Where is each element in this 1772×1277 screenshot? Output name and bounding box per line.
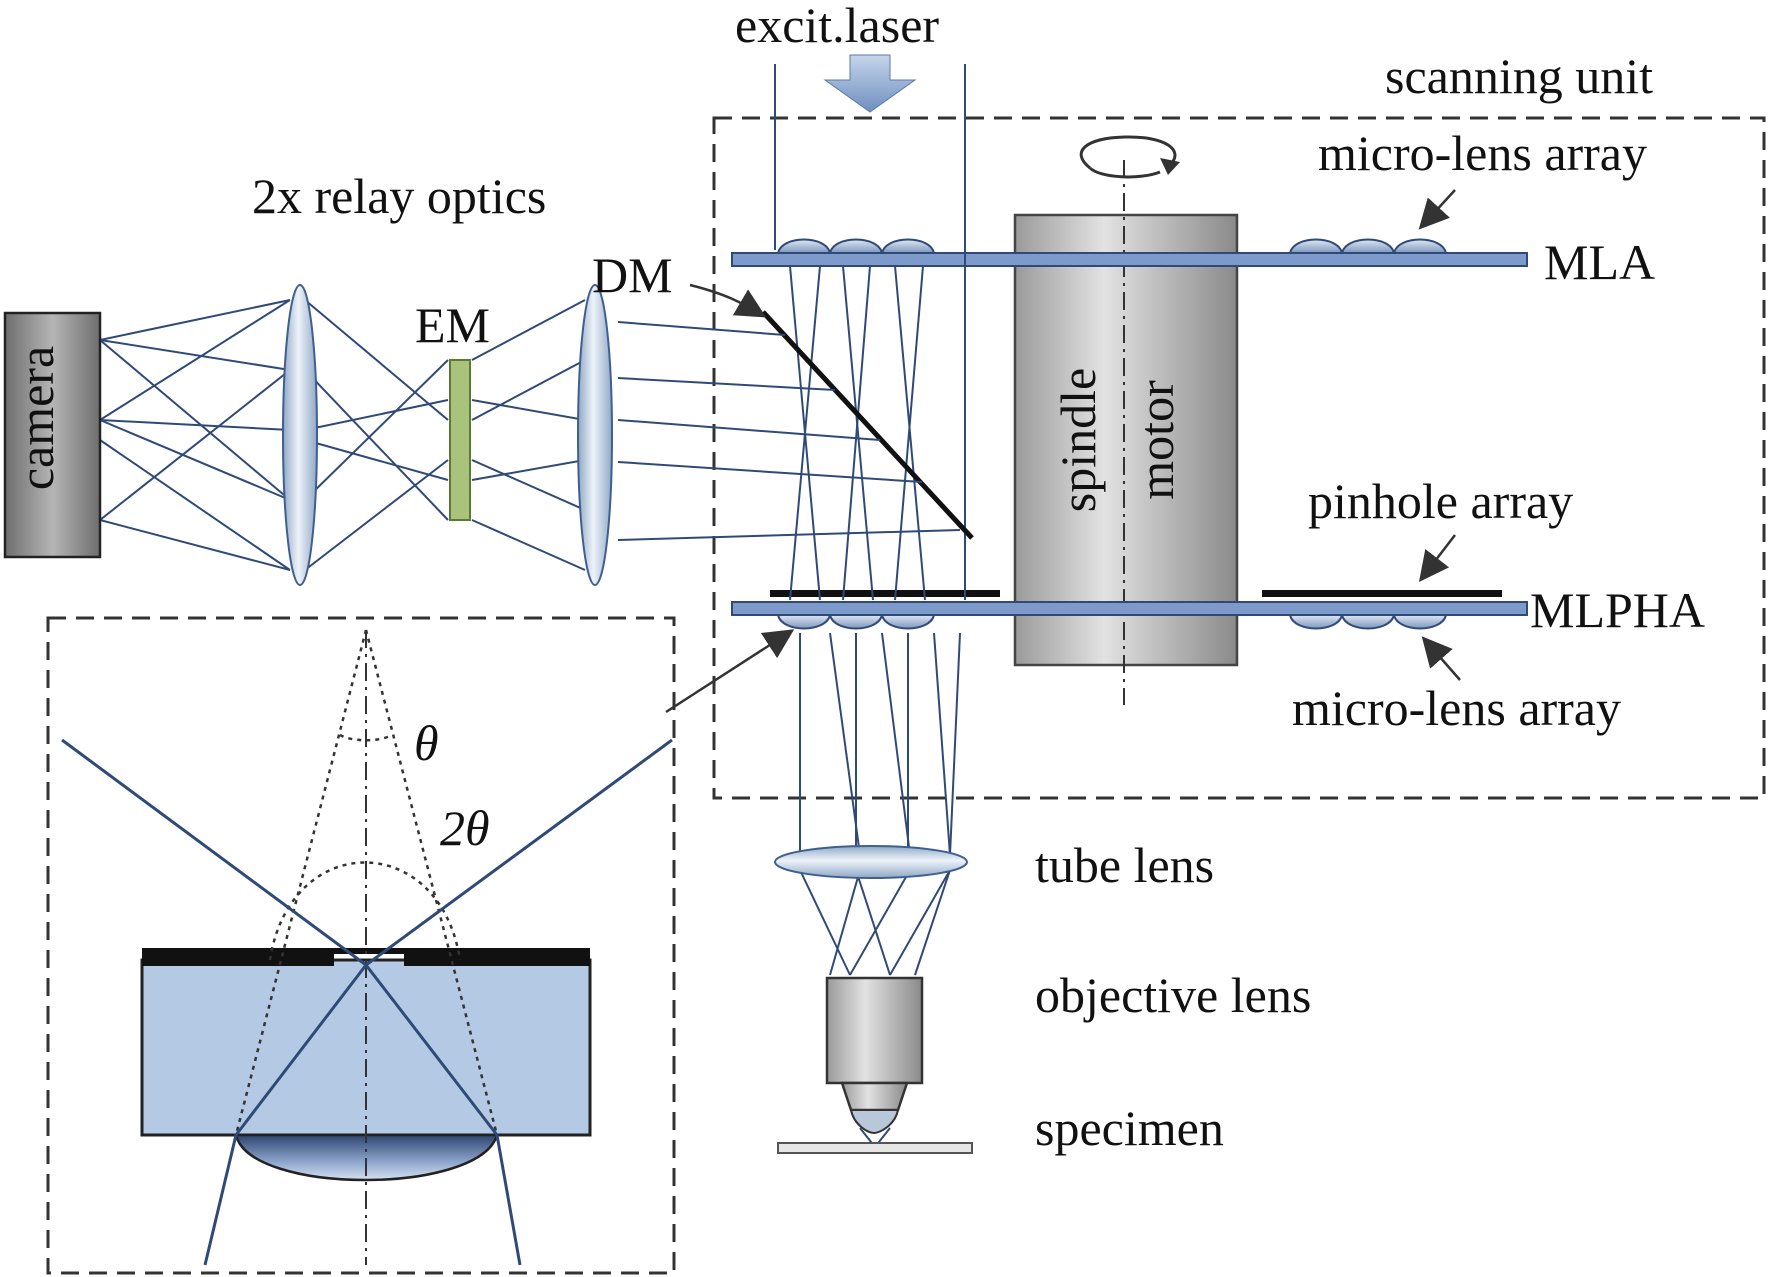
inset-detail bbox=[46, 616, 676, 1275]
camera bbox=[3, 311, 102, 559]
spindle-motor bbox=[1013, 135, 1239, 705]
excit-laser-label: excit.laser bbox=[735, 0, 939, 53]
relay-optics-label: 2x relay optics bbox=[252, 168, 546, 224]
relay-lens-right bbox=[577, 284, 613, 586]
return-rays bbox=[99, 299, 961, 571]
dm-label: DM bbox=[592, 247, 673, 303]
tube-lens-label: tube lens bbox=[1035, 837, 1214, 893]
mlpha-label: MLPHA bbox=[1530, 582, 1705, 638]
scan-rays bbox=[789, 250, 966, 976]
objective-lens-label: objective lens bbox=[1035, 967, 1311, 1023]
emission-filter bbox=[449, 359, 471, 521]
mla-disk bbox=[731, 238, 1528, 267]
mla-label: MLA bbox=[1544, 234, 1655, 290]
micro-lens-array-bottom-label: micro-lens array bbox=[1292, 680, 1621, 736]
camera-label: camera bbox=[8, 346, 64, 490]
scanning-unit-box bbox=[712, 116, 1766, 800]
two-theta-label: 2θ bbox=[440, 800, 490, 856]
em-label: EM bbox=[415, 297, 490, 353]
pinhole-array-label: pinhole array bbox=[1308, 473, 1573, 529]
specimen-label: specimen bbox=[1035, 1100, 1224, 1156]
theta-label: θ bbox=[414, 715, 439, 771]
relay-lens-left bbox=[282, 284, 318, 586]
spindle-label: spindle bbox=[1050, 368, 1106, 512]
laser-arrow-icon bbox=[823, 54, 917, 113]
mlpha-disk bbox=[731, 590, 1528, 630]
tube-lens bbox=[774, 845, 968, 879]
micro-lens-array-top-label: micro-lens array bbox=[1318, 125, 1647, 181]
scanning-unit-label: scanning unit bbox=[1385, 48, 1653, 104]
excitation-laser bbox=[774, 54, 966, 250]
dichroic-mirror bbox=[761, 310, 974, 540]
specimen-slide bbox=[777, 1142, 973, 1154]
leader-lines bbox=[665, 189, 1461, 714]
objective-lens bbox=[825, 976, 924, 1148]
rotation-arrow-icon bbox=[1079, 135, 1177, 170]
motor-label: motor bbox=[1128, 380, 1184, 500]
